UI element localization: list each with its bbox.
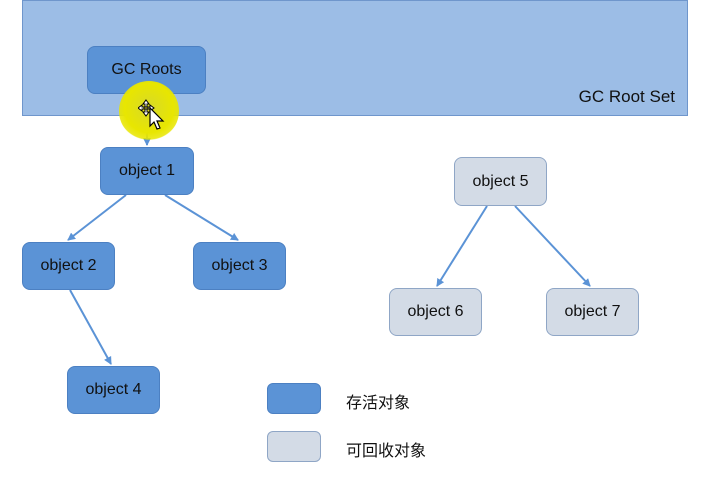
cursor-highlight	[119, 81, 179, 141]
object-5-label: object 5	[472, 172, 529, 190]
gc-root-set-label: GC Root Set	[578, 87, 675, 106]
legend-live-label: 存活对象	[346, 393, 411, 412]
legend-collectable-swatch	[267, 431, 321, 462]
object-6-node: object 6	[389, 288, 482, 336]
edge-object2-object4	[69, 289, 112, 365]
move-cursor-icon	[138, 99, 165, 130]
object-7-node: object 7	[546, 288, 639, 336]
object-2-node: object 2	[22, 242, 115, 290]
object-4-label: object 4	[85, 381, 142, 398]
edge-object5-object6	[436, 205, 488, 287]
object-6-label: object 6	[407, 303, 464, 320]
legend-collectable-label: 可回收对象	[346, 441, 427, 460]
object-3-label: object 3	[211, 257, 268, 274]
edge-object5-object7	[514, 205, 591, 287]
legend-live-swatch	[267, 383, 321, 414]
object-5-node: object 5	[454, 157, 547, 206]
object-4-node: object 4	[67, 366, 160, 414]
object-2-label: object 2	[40, 257, 97, 274]
object-3-node: object 3	[193, 242, 286, 290]
gc-roots-label: GC Roots	[111, 61, 182, 78]
edge-object1-object3	[164, 194, 239, 241]
object-1-label: object 1	[118, 162, 176, 179]
edge-object1-object2	[67, 194, 127, 241]
object-7-label: object 7	[564, 303, 621, 320]
object-1-node: object 1	[100, 147, 194, 195]
